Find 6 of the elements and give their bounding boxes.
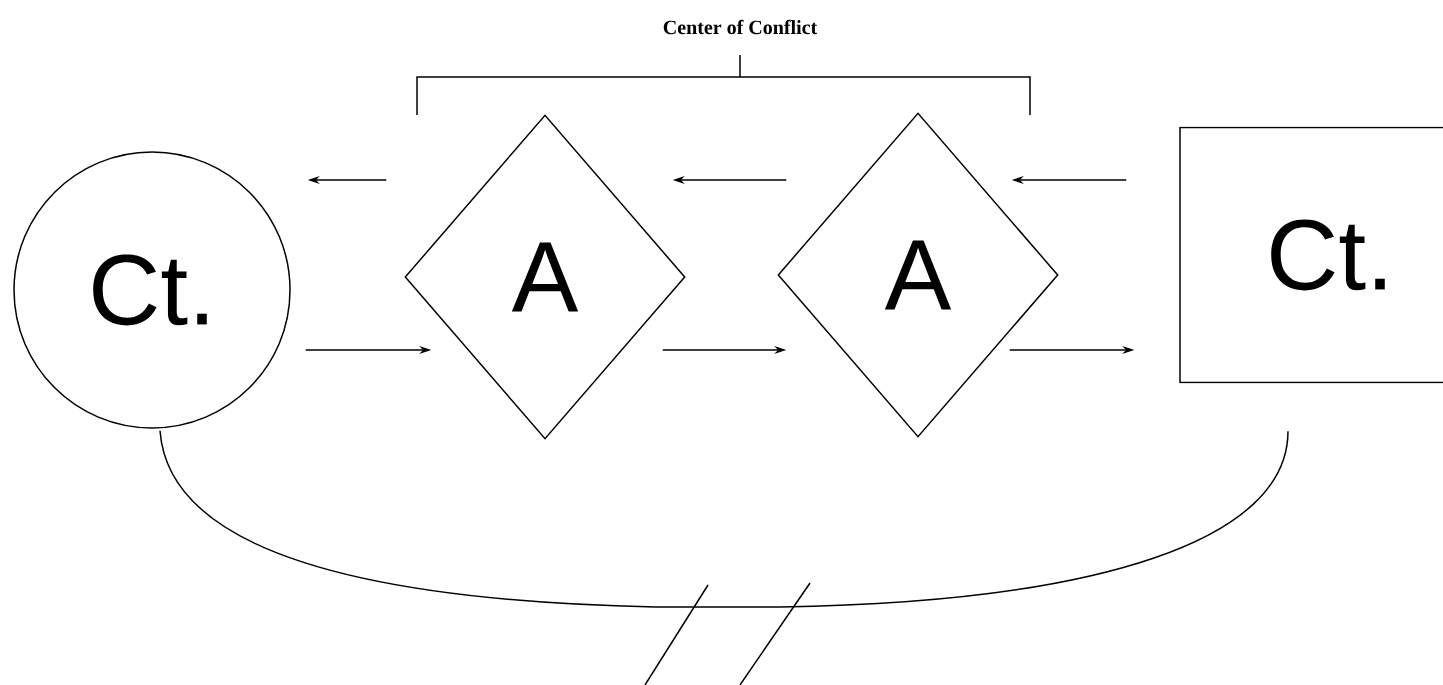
diamond-node: A (404, 114, 686, 440)
box-node: Ct. (1179, 126, 1443, 384)
connector-line (159, 430, 1289, 608)
diamond-node: A (777, 112, 1059, 438)
circle-node: Ct. (13, 151, 291, 429)
title-label: Center of Conflict (663, 19, 818, 35)
